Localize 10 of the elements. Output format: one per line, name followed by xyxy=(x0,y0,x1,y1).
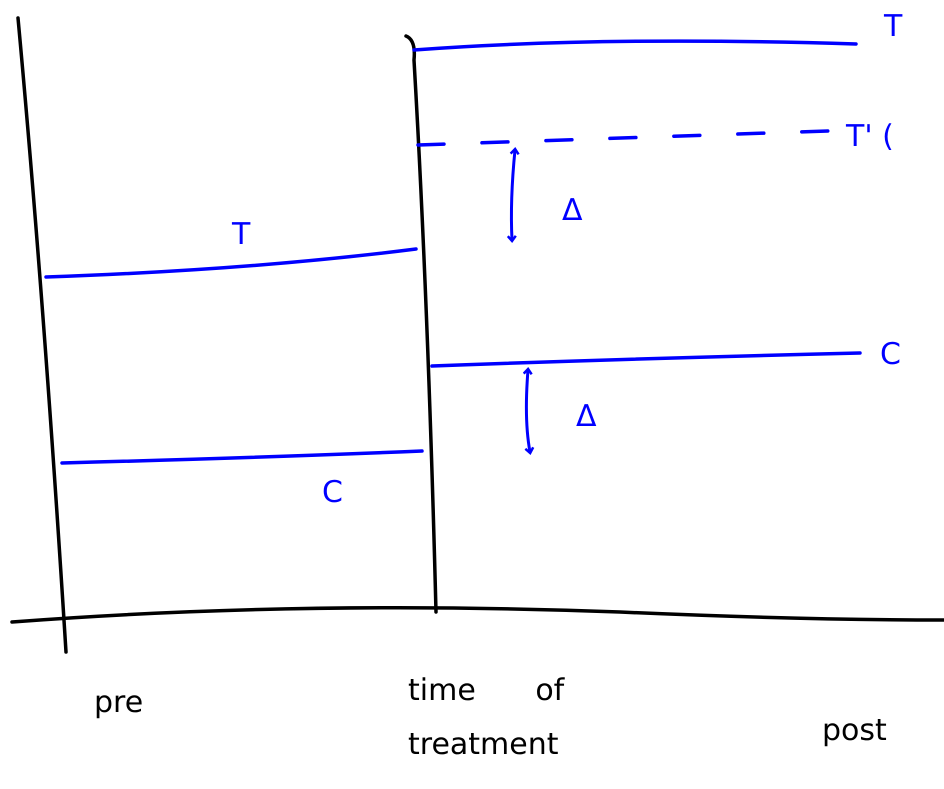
difference-label: Δ xyxy=(576,402,597,432)
group-label: C xyxy=(322,478,343,508)
counterfactual-label: T' ( xyxy=(846,122,894,152)
axis-label: time of treatment xyxy=(408,672,566,764)
difference-label: Δ xyxy=(562,196,583,226)
group-label: C xyxy=(880,340,901,370)
period-label: post xyxy=(822,716,887,746)
group-label: T xyxy=(884,12,902,42)
group-label: T xyxy=(232,220,250,250)
period-label: pre xyxy=(94,688,144,718)
